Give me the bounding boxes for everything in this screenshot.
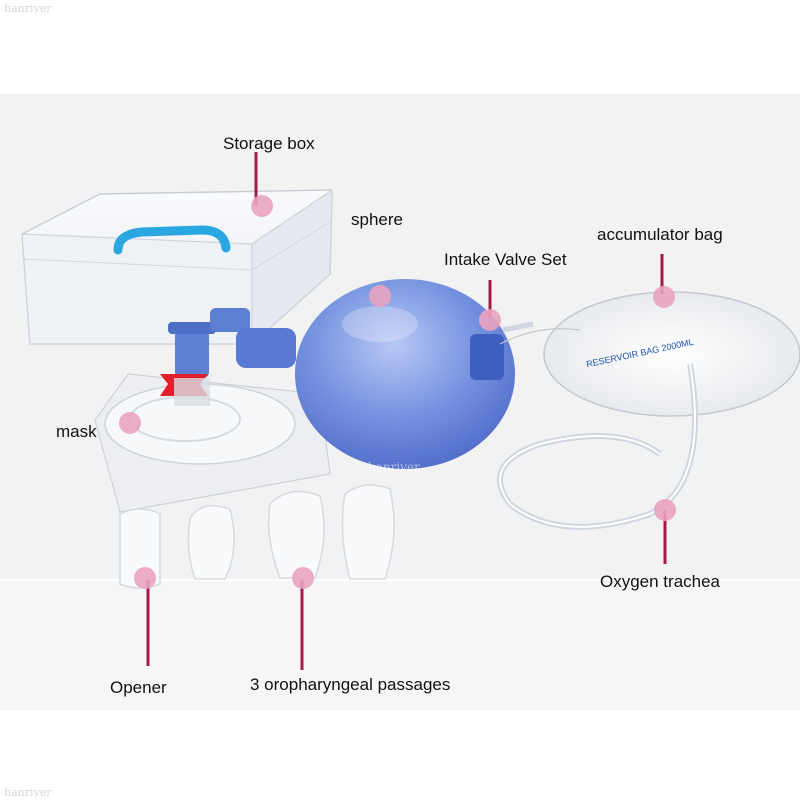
accumulator-bag-marker [653, 286, 675, 308]
intake-valve-marker [479, 309, 501, 331]
watermark-center: hanriver [368, 460, 420, 474]
sphere [236, 279, 515, 469]
label-opener: Opener [110, 678, 167, 697]
mask-marker [119, 412, 141, 434]
watermark-top: hanriver [4, 2, 52, 15]
sphere-marker [369, 285, 391, 307]
watermark-bottom: hanriver [4, 786, 52, 799]
oxygen-trachea-marker [654, 499, 676, 521]
product-photo: RESERVOIR BAG 2000ML [0, 94, 800, 710]
label-intake-valve-set: Intake Valve Set [444, 250, 567, 269]
label-sphere: sphere [351, 210, 403, 229]
accumulator-bag: RESERVOIR BAG 2000ML [499, 291, 800, 417]
oropharyngeal-marker [292, 567, 314, 589]
mask [94, 308, 331, 513]
label-mask: mask [56, 422, 97, 441]
label-oxygen-trachea: Oxygen trachea [600, 572, 721, 591]
label-accumulator-bag: accumulator bag [597, 225, 723, 244]
label-storage-box: Storage box [223, 134, 315, 153]
storage-box-marker [251, 195, 273, 217]
oxygen-tubing [497, 321, 698, 530]
opener-marker [134, 567, 156, 589]
oropharyngeal-airways [119, 484, 395, 589]
label-oropharyngeal-passages: 3 oropharyngeal passages [250, 675, 451, 694]
markers [119, 195, 676, 589]
storage-box [21, 188, 333, 346]
